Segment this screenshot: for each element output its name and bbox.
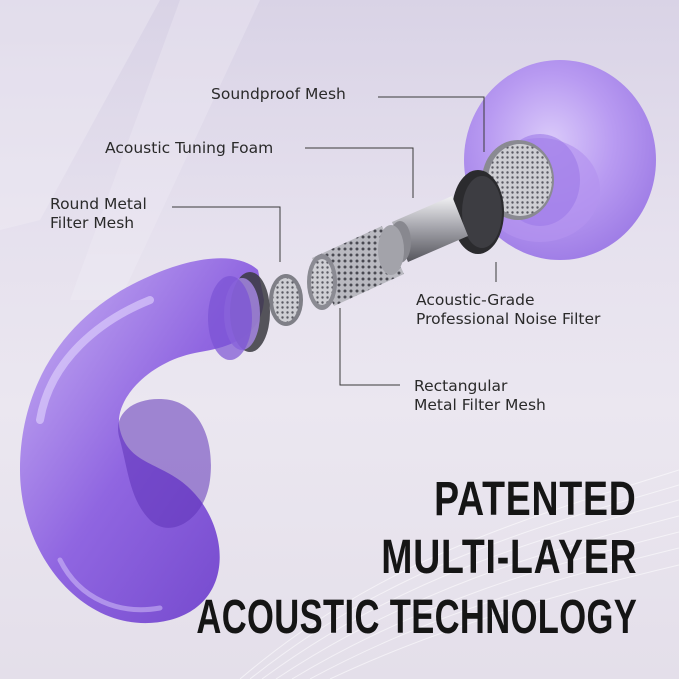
- background-light-streaks: [0, 0, 260, 300]
- label-acoustic-tuning-foam: Acoustic Tuning Foam: [105, 139, 274, 157]
- label-round-metal-line2: Filter Mesh: [50, 214, 135, 232]
- headline-line2: MULTI-LAYER: [380, 531, 637, 584]
- callout-lines: [172, 96, 497, 386]
- label-rectangular-line1: Rectangular: [414, 377, 508, 395]
- round-mesh-disk: [269, 274, 303, 326]
- headline-line1: PATENTED: [434, 473, 637, 526]
- acoustic-foam: [452, 170, 504, 254]
- rectangular-mesh-cylinder: [307, 225, 404, 310]
- background-wave-lines: [239, 469, 679, 679]
- headline-line3: ACOUSTIC TECHNOLOGY: [196, 591, 637, 644]
- label-acoustic-grade-line1: Acoustic-Grade: [416, 291, 535, 309]
- label-soundproof-mesh: Soundproof Mesh: [211, 85, 346, 103]
- label-rectangular-line2: Metal Filter Mesh: [414, 396, 546, 414]
- earplug-body: [20, 258, 270, 624]
- label-round-metal-line1: Round Metal: [50, 195, 147, 213]
- label-acoustic-grade-line2: Professional Noise Filter: [416, 310, 601, 328]
